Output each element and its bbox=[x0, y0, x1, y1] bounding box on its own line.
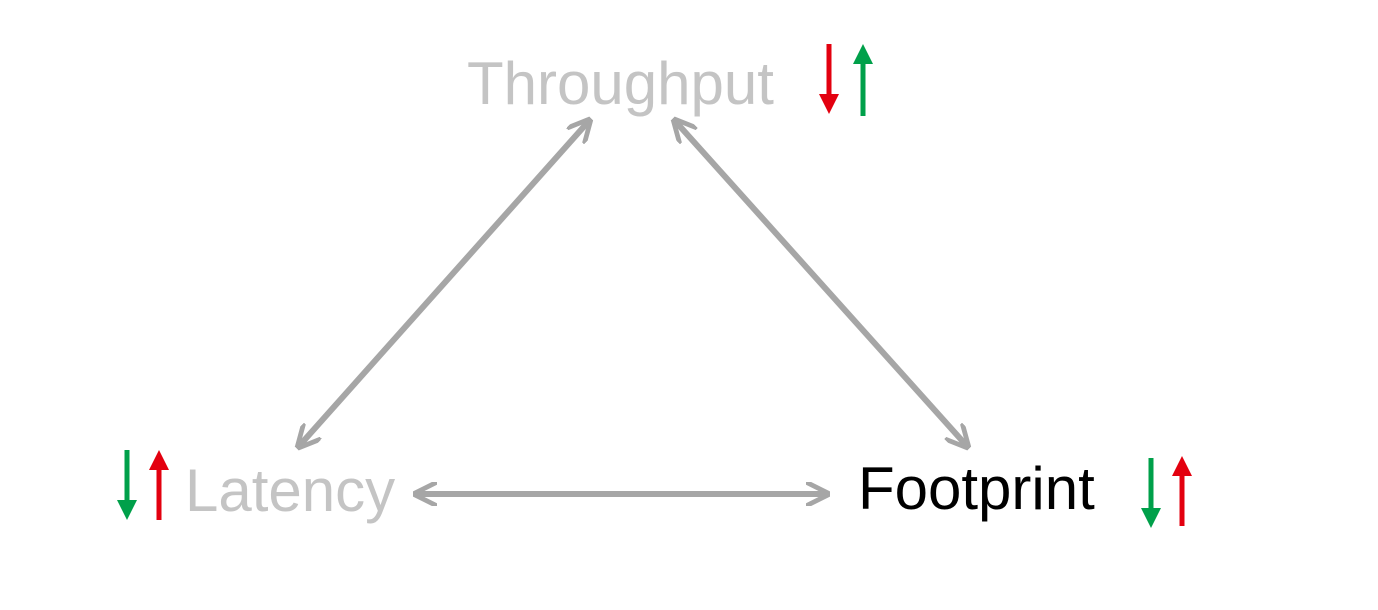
latency-label: Latency bbox=[185, 457, 395, 524]
node-latency: Latency bbox=[117, 450, 395, 524]
node-throughput: Throughput bbox=[467, 44, 873, 117]
edge-throughput-footprint bbox=[676, 122, 966, 445]
footprint-label: Footprint bbox=[858, 455, 1095, 522]
node-footprint: Footprint bbox=[858, 455, 1192, 528]
throughput-label: Throughput bbox=[467, 50, 774, 117]
edge-throughput-latency bbox=[300, 122, 588, 445]
